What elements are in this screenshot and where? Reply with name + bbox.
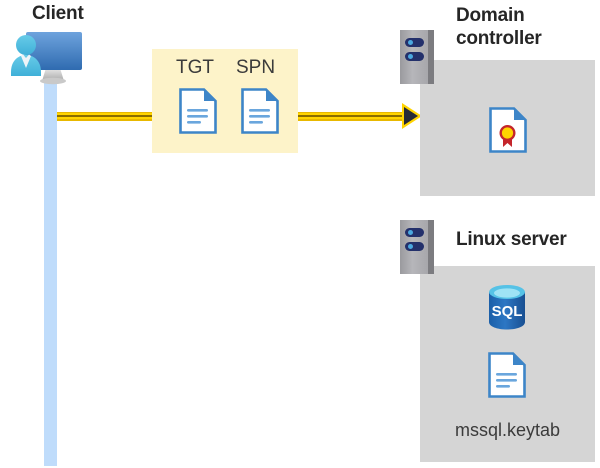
- request-arrow-head: [404, 107, 418, 125]
- server-rack-icon: [400, 30, 434, 84]
- svg-text:SQL: SQL: [492, 303, 523, 320]
- spn-label: SPN: [236, 57, 276, 78]
- client-lifeline: [44, 78, 57, 466]
- document-icon: [241, 88, 279, 134]
- mssql-keytab-caption: mssql.keytab: [454, 420, 561, 440]
- user-computer-icon: [8, 28, 92, 90]
- linux-server-title: Linux server: [456, 229, 567, 250]
- certificate-icon: [489, 107, 527, 153]
- client-title: Client: [32, 3, 84, 24]
- server-rack-icon: [400, 220, 434, 274]
- domain-controller-title: Domain controller: [456, 5, 542, 49]
- document-icon: [488, 352, 526, 398]
- tgt-label: TGT: [176, 57, 214, 78]
- document-icon: [179, 88, 217, 134]
- sql-database-icon: SQL: [484, 283, 530, 331]
